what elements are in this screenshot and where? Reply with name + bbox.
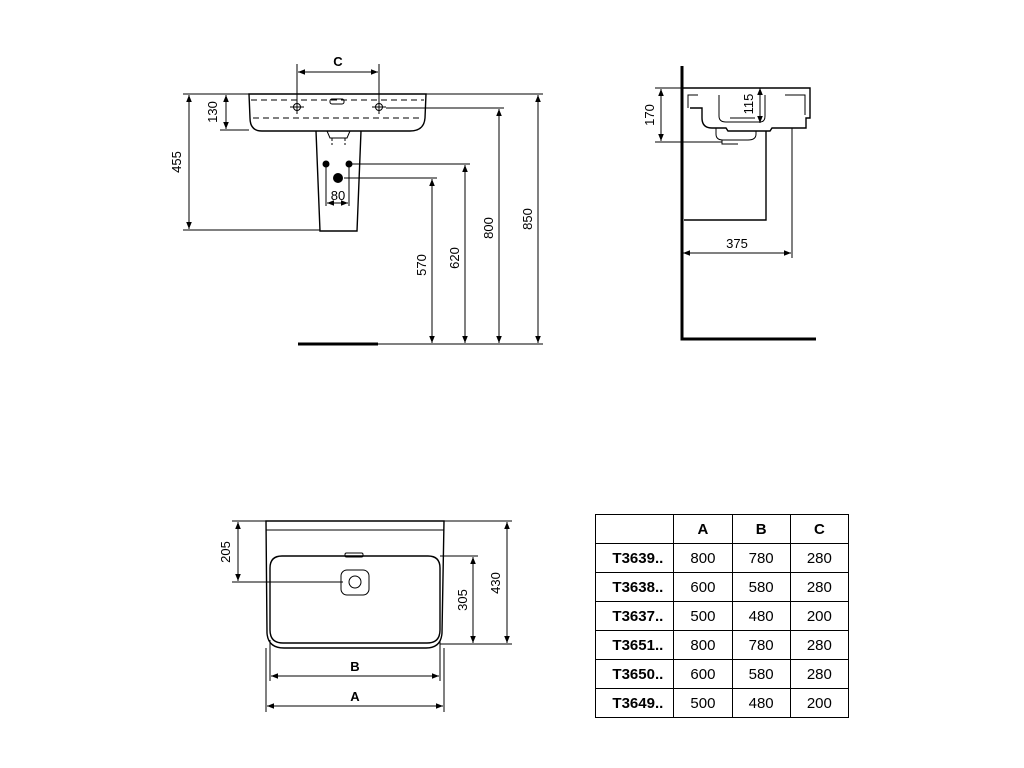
table-cell-b: 480	[731, 688, 791, 718]
side-view: 170 115 375	[642, 66, 816, 341]
dim-115-label: 115	[741, 94, 756, 115]
table-header-c: C	[789, 514, 850, 544]
dim-375-label: 375	[726, 236, 748, 251]
table-cell-model: T3651..	[594, 630, 675, 660]
dim-305-label: 305	[455, 589, 470, 611]
dim-b-label: B	[350, 659, 359, 674]
table-cell-c: 280	[789, 630, 850, 660]
table-row: T3639.. 800 780 280	[594, 543, 850, 573]
table-row: T3651.. 800 780 280	[594, 630, 850, 660]
table-header-b: B	[731, 514, 791, 544]
dim-205-label: 205	[218, 541, 233, 563]
table-cell-a: 500	[673, 688, 733, 718]
dim-455-label: 455	[169, 151, 184, 173]
table-cell-model: T3638..	[594, 572, 675, 602]
dimension-table: A B C T3639.. 800 780 280 T3638.. 600 58…	[594, 514, 850, 718]
table-cell-model: T3650..	[594, 659, 675, 689]
table-cell-a: 800	[673, 630, 733, 660]
table-header-model	[594, 514, 675, 544]
wall-and-floor	[680, 66, 816, 341]
waste-outlet	[326, 130, 351, 139]
table-row: T3649.. 500 480 200	[594, 688, 850, 718]
table-row: T3650.. 600 580 280	[594, 659, 850, 689]
pedestal-side	[684, 131, 767, 221]
basin-bowl-inner	[718, 95, 766, 123]
dim-a-label: A	[350, 689, 360, 704]
table-row: T3638.. 600 580 280	[594, 572, 850, 602]
waste-outlet-top	[340, 569, 370, 596]
pedestal	[315, 130, 362, 232]
table-header-row: A B C	[594, 514, 850, 544]
table-cell-b: 580	[731, 659, 791, 689]
table-cell-b: 480	[731, 601, 791, 631]
table-cell-model: T3639..	[594, 543, 675, 573]
dim-620-label: 620	[447, 247, 462, 269]
basin-top-outline	[265, 520, 445, 649]
waste-trap	[715, 128, 757, 141]
table-cell-c: 280	[789, 659, 850, 689]
table-cell-a: 500	[673, 601, 733, 631]
dim-850-label: 850	[520, 208, 535, 230]
table-cell-c: 280	[789, 543, 850, 573]
table-cell-model: T3649..	[594, 688, 675, 718]
overflow-slot-top	[344, 552, 364, 558]
dim-c-label: C	[333, 54, 343, 69]
table-row: T3637.. 500 480 200	[594, 601, 850, 631]
dim-570-label: 570	[414, 254, 429, 276]
table-cell-c: 200	[789, 601, 850, 631]
table-cell-a: 600	[673, 572, 733, 602]
dim-130-label: 130	[205, 101, 220, 123]
waste-connection-point	[333, 173, 343, 183]
basin-side-profile	[682, 87, 811, 132]
table-cell-b: 780	[731, 543, 791, 573]
dim-80-label: 80	[331, 188, 345, 203]
front-view: C 130 455 80 570 620 800 850	[169, 54, 543, 346]
table-header-a: A	[673, 514, 733, 544]
top-view: 205 305 430 B A	[218, 520, 512, 712]
overflow-slot	[329, 98, 345, 105]
table-cell-b: 780	[731, 630, 791, 660]
table-cell-c: 200	[789, 688, 850, 718]
dim-170-label: 170	[642, 104, 657, 126]
basin-bowl-outline	[269, 555, 441, 644]
table-cell-a: 600	[673, 659, 733, 689]
table-cell-c: 280	[789, 572, 850, 602]
table-cell-a: 800	[673, 543, 733, 573]
table-cell-model: T3637..	[594, 601, 675, 631]
dim-800-label: 800	[481, 217, 496, 239]
dim-430-label: 430	[488, 572, 503, 594]
fixing-point-right	[345, 160, 353, 168]
table-cell-b: 580	[731, 572, 791, 602]
basin-front-outline	[248, 93, 427, 132]
fixing-point-left	[322, 160, 330, 168]
